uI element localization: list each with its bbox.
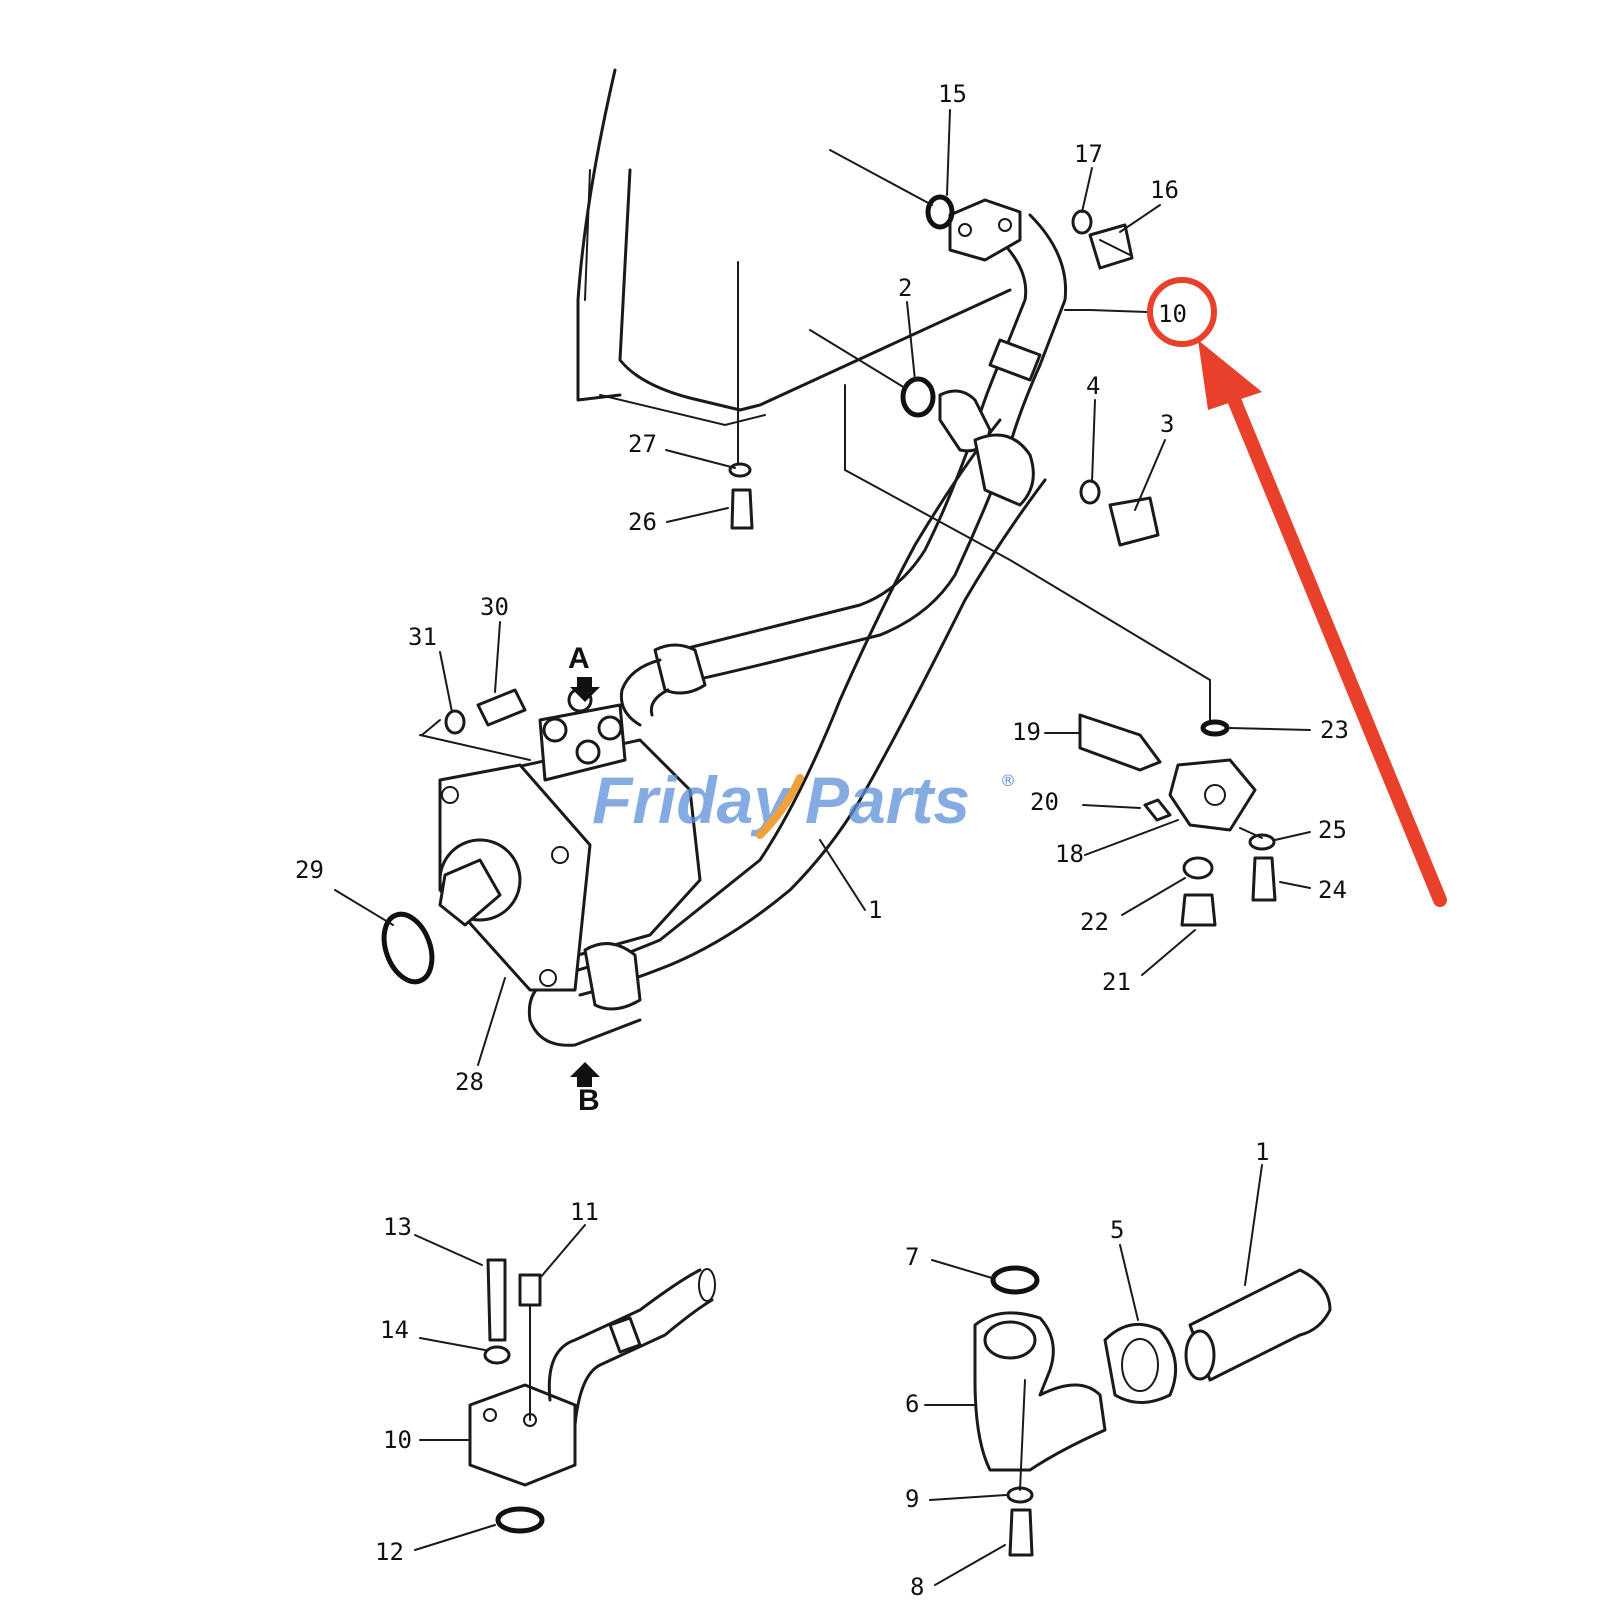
callout-17: 17: [1074, 140, 1103, 168]
leader-lines: [334, 109, 1311, 1586]
detail-clamp-5: [1103, 1322, 1178, 1404]
callout-4: 4: [1086, 372, 1100, 400]
callout-1-detail: 1: [1255, 1138, 1269, 1166]
o-ring-15: [925, 194, 955, 230]
callout-15: 15: [938, 80, 967, 108]
bolt-30: [476, 688, 527, 727]
washer-31: [444, 709, 466, 735]
callout-23: 23: [1320, 716, 1349, 744]
callout-1-main: 1: [868, 896, 882, 924]
callout-31: 31: [408, 623, 437, 651]
bolt-24: [1251, 856, 1277, 902]
callout-22: 22: [1080, 908, 1109, 936]
arrow-a: [570, 677, 600, 702]
callout-29: 29: [295, 856, 324, 884]
watermark-logo: Friday Parts ®: [592, 763, 1016, 839]
detail-bolt-13: [486, 1258, 507, 1342]
callout-16: 16: [1150, 176, 1179, 204]
o-ring-29: [381, 911, 435, 985]
highlight-circle: [1147, 277, 1217, 347]
o-ring-2: [900, 376, 936, 418]
detail-o-ring-7: [990, 1265, 1040, 1295]
callout-8: 8: [910, 1573, 924, 1600]
callout-20: 20: [1030, 788, 1059, 816]
bolt-26: [730, 488, 754, 530]
arrow-b: [570, 1062, 600, 1087]
watermark-text-friday: Friday: [592, 763, 793, 837]
callout-10-detail: 10: [383, 1426, 412, 1454]
washer-25: [1248, 833, 1276, 851]
detail-flange-10: [468, 1268, 716, 1487]
callout-9: 9: [905, 1485, 919, 1513]
detail-fitting-11: [518, 1273, 542, 1307]
cap-21: [1180, 893, 1217, 927]
callout-26: 26: [628, 508, 657, 536]
callout-14: 14: [380, 1316, 409, 1344]
washer-17: [1071, 209, 1093, 235]
callout-11: 11: [570, 1198, 599, 1226]
valve-body-18: [1168, 758, 1257, 832]
detail-washer-14: [483, 1345, 511, 1365]
hydraulic-pump: [438, 687, 702, 1011]
hydraulic-tank: [576, 68, 1012, 466]
detail-elbow-6: [973, 1311, 1107, 1472]
detail-pipe-1: [1184, 1268, 1332, 1382]
callout-21: 21: [1102, 968, 1131, 996]
callout-25: 25: [1318, 816, 1347, 844]
callout-24: 24: [1318, 876, 1347, 904]
watermark-registered-mark: ®: [1000, 771, 1016, 790]
pipe-clamp: [938, 389, 1035, 507]
callout-30: 30: [480, 593, 509, 621]
washer-4: [1079, 479, 1101, 505]
callout-10-main: 10: [1158, 300, 1187, 328]
detail-o-ring-12: [495, 1506, 545, 1534]
highlight-arrow-shaft: [1221, 378, 1447, 907]
nut-22: [1182, 856, 1214, 880]
valve-plug-19: [1078, 713, 1162, 772]
callout-3: 3: [1160, 410, 1174, 438]
callout-12: 12: [375, 1538, 404, 1566]
highlight-arrow-head: [1198, 340, 1262, 410]
pipe-flange-top: [948, 198, 1022, 262]
o-ring-23: [1200, 719, 1230, 737]
watermark-swoosh: [756, 774, 804, 839]
pressure-pipe: [619, 213, 1068, 727]
pin-20: [1143, 798, 1172, 822]
port-label-b: B: [578, 1084, 600, 1117]
callout-13: 13: [383, 1213, 412, 1241]
callout-2: 2: [898, 274, 912, 302]
callout-5: 5: [1110, 1216, 1124, 1244]
callout-6: 6: [905, 1390, 919, 1418]
callout-19: 19: [1012, 718, 1041, 746]
detail-bolt-8: [1008, 1508, 1034, 1557]
bolt-16: [1088, 223, 1134, 270]
bolt-3: [1108, 496, 1160, 547]
watermark-text-parts: Parts: [805, 763, 970, 837]
callout-18: 18: [1055, 840, 1084, 868]
port-label-a: A: [568, 642, 590, 675]
callout-labels: 15 17 16 2 10 4 3 27 26 30 31 A 19 23 20…: [295, 80, 1349, 1600]
callout-28: 28: [455, 1068, 484, 1096]
washer-27: [728, 462, 752, 478]
callout-27: 27: [628, 430, 657, 458]
callout-7: 7: [905, 1243, 919, 1271]
highlight-annotation: [1147, 277, 1447, 907]
